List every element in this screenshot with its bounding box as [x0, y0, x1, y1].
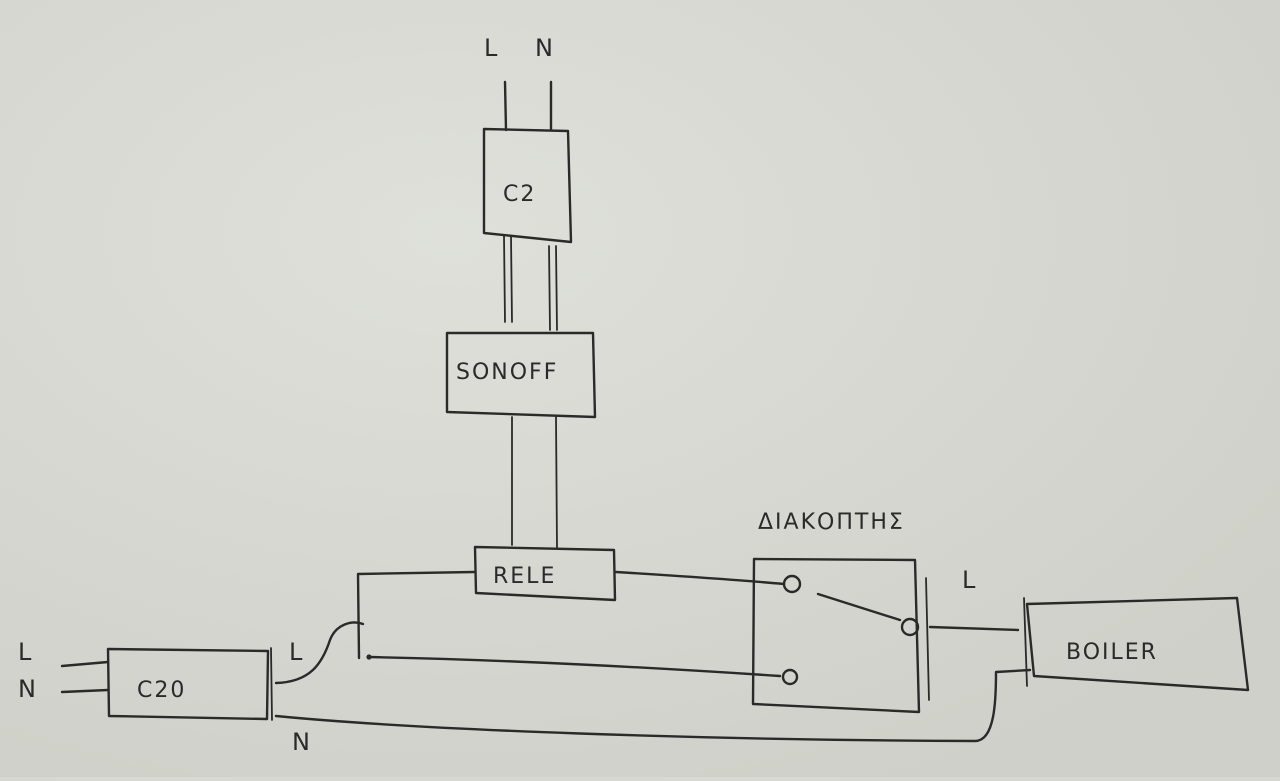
changeover-switch: ΔΙΑΚΟΠΤΗΣ	[751, 510, 930, 714]
switch-label: ΔΙΑΚΟΠΤΗΣ	[758, 510, 905, 535]
relay-label: RELE	[493, 564, 556, 589]
switch-lever	[816, 592, 902, 622]
breaker-c2: C2	[482, 127, 573, 244]
top-supply-l-wire	[503, 80, 508, 132]
switch-contact-output	[900, 617, 920, 637]
relay-feed-wire	[356, 570, 476, 660]
l-to-switch-lower-contact-wire	[366, 655, 782, 678]
breaker-c20-side-bar	[270, 647, 273, 721]
c20-l-output-wire	[274, 621, 365, 685]
switch-contact-lower	[781, 668, 799, 686]
c20-output-n-label: N	[292, 728, 310, 756]
top-supply-n-label: N	[535, 34, 553, 62]
boiler-box	[1025, 596, 1250, 692]
switch-side-bar	[925, 577, 930, 701]
relay-box	[473, 545, 617, 602]
switch-to-boiler-l-wire	[928, 625, 1020, 632]
sonoff-to-rele-wire-2	[555, 416, 558, 549]
switch-output-l-label: L	[962, 566, 976, 594]
c20-input-n-wire	[60, 688, 110, 694]
neutral-to-boiler-wire	[274, 668, 1032, 743]
c20-input-n-label: N	[18, 675, 36, 703]
switch-box	[751, 557, 921, 714]
top-supply-l-label: L	[484, 34, 498, 62]
c20-output-l-label: L	[289, 638, 303, 666]
sonoff-module: SONOFF	[445, 331, 597, 419]
c20-input-l-label: L	[18, 638, 32, 666]
c20-input-l-wire	[60, 660, 110, 668]
c2-to-sonoff-wires	[503, 235, 558, 331]
breaker-c2-box	[482, 127, 573, 244]
boiler-label: BOILER	[1066, 640, 1158, 665]
breaker-c20-label: C20	[137, 678, 186, 703]
breaker-c2-label: C2	[503, 182, 536, 207]
relay: RELE	[473, 545, 617, 602]
junction-dot	[366, 654, 372, 660]
breaker-c20-box	[106, 647, 270, 721]
switch-contact-upper	[782, 574, 802, 594]
sonoff-label: SONOFF	[456, 360, 558, 385]
sonoff-box	[445, 331, 597, 419]
relay-to-switch-wire	[614, 570, 786, 586]
breaker-c20: C20	[106, 647, 273, 721]
